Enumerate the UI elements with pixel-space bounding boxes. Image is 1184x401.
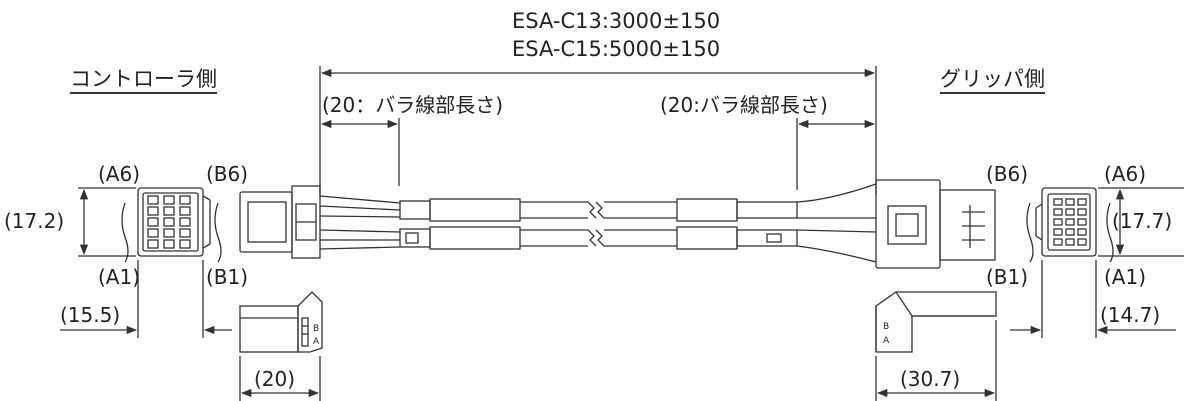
right-depth-value: (14.7) bbox=[1100, 303, 1161, 327]
gripper-connector-end-view bbox=[1035, 187, 1097, 257]
left-break-mark-a bbox=[121, 202, 129, 263]
left-depth-value: (15.5) bbox=[60, 303, 121, 327]
right-housing-length-value: (30.7) bbox=[900, 367, 961, 391]
right-pin-b6: (B6) bbox=[986, 162, 1029, 186]
left-pin-b6: (B6) bbox=[206, 162, 249, 186]
right-break-mark-a bbox=[1026, 202, 1034, 263]
left-pin-b1: (B1) bbox=[206, 265, 249, 289]
upper-cable-jacket bbox=[399, 198, 798, 222]
left-height-dimension bbox=[78, 187, 136, 257]
controller-side-label: コントローラ側 bbox=[70, 68, 217, 94]
gripper-side-label: グリッパ側 bbox=[940, 68, 1045, 94]
right-housing-length-dimension bbox=[875, 320, 997, 401]
left-mark-b: B bbox=[313, 324, 319, 334]
left-strip-length-dimension bbox=[320, 118, 400, 186]
left-height-value: (17.2) bbox=[4, 209, 65, 233]
right-mark-a: A bbox=[883, 336, 890, 346]
controller-plug-side-view bbox=[239, 185, 321, 259]
left-bare-wires bbox=[319, 195, 401, 250]
right-mark-b: B bbox=[883, 322, 889, 332]
title-line-1: ESA-C13:3000±150 bbox=[512, 9, 721, 33]
right-strip-length-label: (20:バラ線部長さ) bbox=[660, 93, 828, 117]
title-line-2: ESA-C15:5000±150 bbox=[512, 37, 721, 61]
right-pin-a1: (A1) bbox=[1104, 265, 1147, 289]
left-pin-a6: (A6) bbox=[98, 162, 141, 186]
left-break-mark-b bbox=[214, 202, 222, 263]
right-height-dimension bbox=[1098, 187, 1184, 257]
lower-cable-jacket bbox=[399, 226, 798, 250]
right-pin-a6: (A6) bbox=[1104, 162, 1147, 186]
overall-length-dimension bbox=[319, 66, 877, 195]
right-strip-length-dimension bbox=[796, 118, 876, 190]
left-mark-a: A bbox=[313, 337, 320, 347]
left-housing-length-value: (20) bbox=[254, 367, 296, 391]
controller-plug-bottom-view bbox=[239, 291, 323, 353]
right-height-value: (17.7) bbox=[1112, 209, 1173, 233]
right-pin-b1: (B1) bbox=[986, 265, 1029, 289]
left-depth-dimension bbox=[60, 260, 232, 338]
right-depth-dimension bbox=[1010, 260, 1176, 338]
controller-connector-end-view bbox=[137, 187, 211, 257]
gripper-plug-bottom-view bbox=[875, 291, 997, 353]
right-bare-wires bbox=[796, 183, 877, 263]
left-pin-a1: (A1) bbox=[98, 265, 141, 289]
left-housing-length-dimension bbox=[239, 356, 321, 401]
gripper-plug-side-view bbox=[875, 179, 996, 269]
left-strip-length-label: (20：バラ線部長さ) bbox=[322, 93, 504, 117]
